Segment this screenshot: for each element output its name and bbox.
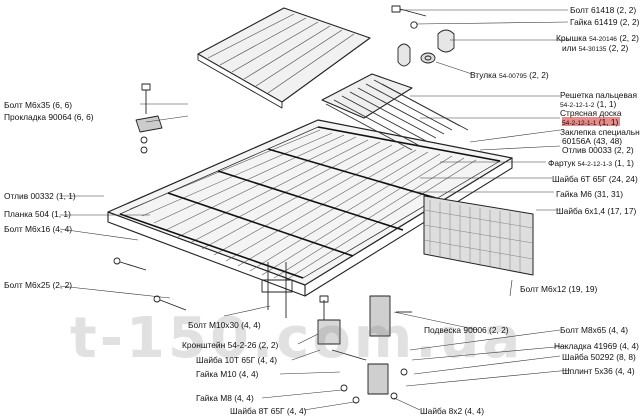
label-nut-m10: Гайка М10 (4, 4) bbox=[196, 369, 259, 379]
bottom-washers bbox=[340, 368, 408, 404]
bolt-m6x35 bbox=[141, 83, 151, 114]
label-washer-8t65g: Шайба 8Т 65Г (4, 4) bbox=[230, 406, 307, 416]
label-finger-grid-code: 54-2-12-1-2 (1, 1) bbox=[560, 99, 617, 109]
label-washer-8x2: Шайба 8х2 (4, 4) bbox=[420, 406, 484, 416]
label-cotter-pin: Шплинт 5х36 (4, 4) bbox=[562, 366, 635, 376]
label-special-rivet-qty: 60156А (43, 48) bbox=[562, 136, 623, 146]
label-shaker-board: Стрясная доска bbox=[560, 108, 622, 118]
label-cover: Крышка 54-20146 (2, 2) bbox=[556, 33, 639, 43]
apron bbox=[423, 195, 534, 276]
label-bolt-m8x65: Болт М8х65 (4, 4) bbox=[560, 325, 629, 335]
label-bolt-m10x30: Болт М10х30 (4, 4) bbox=[188, 320, 261, 330]
nut-top bbox=[410, 21, 418, 29]
label-hanger-90006: Подвеска 90006 (2, 2) bbox=[424, 325, 509, 335]
label-plate-41969: Накладка 41969 (4, 4) bbox=[554, 341, 639, 351]
label-apron: Фартук 54-2-12-1-3 (1, 1) bbox=[548, 158, 634, 168]
label-nut-m8: Гайка М8 (4, 4) bbox=[196, 393, 254, 403]
bushing bbox=[420, 52, 436, 64]
highlight-shaker-board-code bbox=[562, 117, 620, 126]
leader-lines bbox=[59, 9, 571, 411]
label-gasket-90064: Прокладка 90064 (6, 6) bbox=[4, 112, 94, 122]
finger-grid bbox=[197, 7, 371, 109]
sieve-pan bbox=[107, 119, 513, 297]
shaker-board bbox=[321, 73, 469, 151]
label-casting-00332: Отлив 00332 (1, 1) bbox=[4, 191, 76, 201]
label-special-rivet: Заклепка специальная bbox=[560, 127, 640, 137]
label-nut-61419: Гайка 61419 (2, 2) bbox=[570, 17, 640, 27]
nut-washer-stack bbox=[140, 136, 148, 154]
label-nut-m6: Гайка М6 (31, 31) bbox=[556, 189, 624, 199]
label-bolt-m6x12: Болт М6х12 (19, 19) bbox=[520, 284, 598, 294]
cover-brackets bbox=[397, 29, 455, 67]
label-bracket: Кронштейн 54-2-26 (2, 2) bbox=[182, 340, 279, 350]
label-washer-6x1-4: Шайба 6х1,4 (17, 17) bbox=[556, 206, 637, 216]
label-washer-50292: Шайба 50292 (8, 8) bbox=[562, 352, 636, 362]
label-bolt-61418: Болт 61418 (2, 2) bbox=[570, 5, 637, 15]
bracket-54-2-26 bbox=[317, 295, 367, 361]
label-strip-504: Планка 504 (1, 1) bbox=[4, 209, 71, 219]
hanger-90006 bbox=[367, 295, 412, 395]
label-bolt-m6x25: Болт М6х25 (2, 2) bbox=[4, 280, 73, 290]
label-bolt-m6x35: Болт М6х35 (6, 6) bbox=[4, 100, 73, 110]
watermark: t-150.com.ua bbox=[70, 306, 524, 371]
bolt-top bbox=[391, 5, 427, 17]
label-bolt-m6x16: Болт М6х16 (4, 4) bbox=[4, 224, 73, 234]
label-washer-10t65g: Шайба 10Т 65Г (4, 4) bbox=[196, 355, 278, 365]
label-shaker-board-code: 54-2-12-1-1 (1, 1) bbox=[562, 117, 619, 127]
label-bushing: Втулка 54-00795 (2, 2) bbox=[470, 70, 549, 80]
label-washer-6t65g: Шайба 6Т 65Г (24, 24) bbox=[552, 174, 638, 184]
bottom-bolts bbox=[113, 257, 293, 318]
gasket bbox=[135, 115, 163, 133]
label-casting-00033: Отлив 00033 (2, 2) bbox=[562, 145, 634, 155]
label-finger-grid: Решетка пальцевая bbox=[560, 90, 637, 100]
label-cover-alt: или 54-30135 (2, 2) bbox=[562, 43, 629, 53]
